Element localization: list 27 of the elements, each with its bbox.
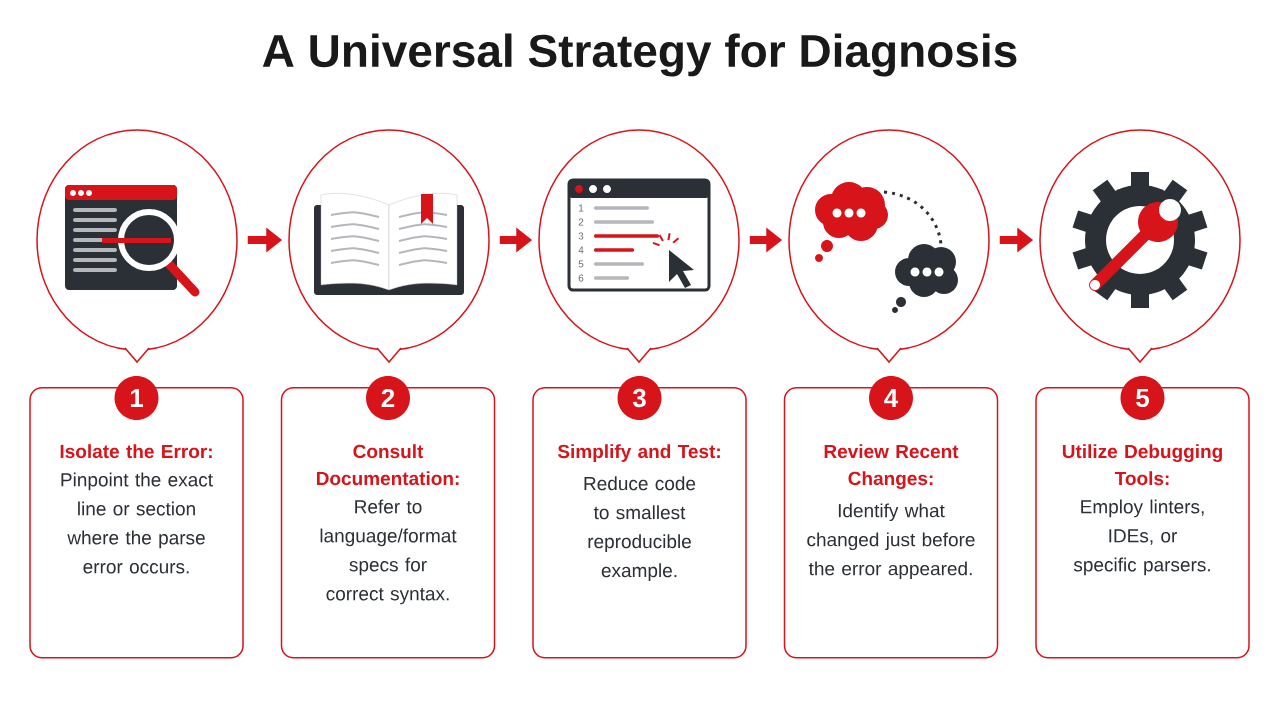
label: 4 (578, 246, 584, 254)
title: A Universal Strategy for Diagnosis (262, 33, 1017, 77)
step-heading: Utilize Debugging Tools: (1062, 444, 1222, 486)
step-heading: Consult Documentation: (317, 444, 459, 486)
label: 2 (578, 218, 584, 226)
step-description: Identify what changed just before the error appeared. (807, 503, 975, 580)
number-badge: 5 (1120, 376, 1165, 420)
step-card (783, 387, 999, 659)
number-badge: 4 (869, 376, 913, 420)
step-card (532, 387, 747, 659)
step-heading: Isolate the Error: (60, 444, 212, 459)
label: 5 (578, 260, 584, 268)
step-card (280, 387, 496, 659)
step-heading: Simplify and Test: (557, 444, 720, 462)
number-badge: 3 (617, 376, 662, 420)
step-description: Pinpoint the exact line or section where the parse error occurs. (61, 472, 213, 574)
number-badge: 2 (366, 376, 410, 420)
step-description: Employ linters, IDEs, or specific parsers. (1073, 499, 1210, 576)
label: 6 (578, 274, 584, 282)
step-description: Reduce code to smallest reproducible example. (584, 476, 696, 581)
step-heading: Review Recent Changes: (824, 444, 959, 489)
step-card (29, 387, 244, 659)
number-badge: 1 (114, 376, 159, 420)
step-card (1035, 387, 1250, 659)
label: 3 (578, 232, 584, 240)
label: 1 (578, 204, 584, 212)
step-description: Refer to language/format specs for correct syntax. (320, 499, 457, 605)
